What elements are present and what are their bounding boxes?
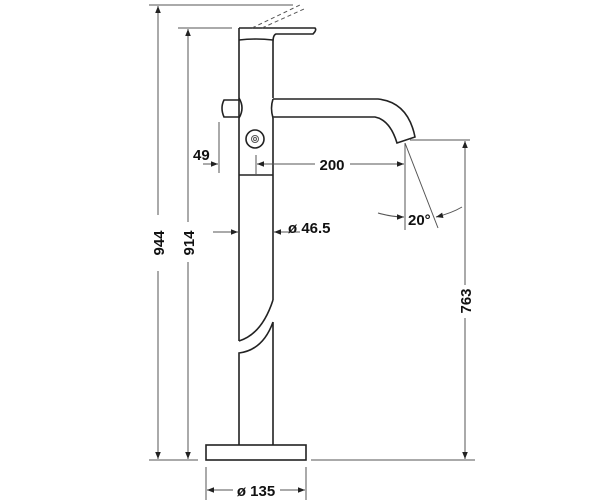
spout-angle-label: 20° [408,212,431,229]
button [245,129,265,149]
base-diameter-label: ø 135 [237,483,275,500]
lever-height-label: 914 [181,230,198,256]
knob-projection-label: 49 [193,147,210,164]
spout-height-label: 763 [458,288,475,313]
spout-reach-label: 200 [319,157,344,174]
dimension-labels: 944 914 49 200 20° ø 46.5 763 ø 135 [151,147,475,500]
faucet-outline [205,4,416,461]
spout [273,98,416,145]
spout-joint [270,98,274,119]
base [205,444,307,461]
knob [221,97,243,119]
body-diameter-label: ø 46.5 [288,220,331,237]
total-height-label: 944 [151,230,168,256]
